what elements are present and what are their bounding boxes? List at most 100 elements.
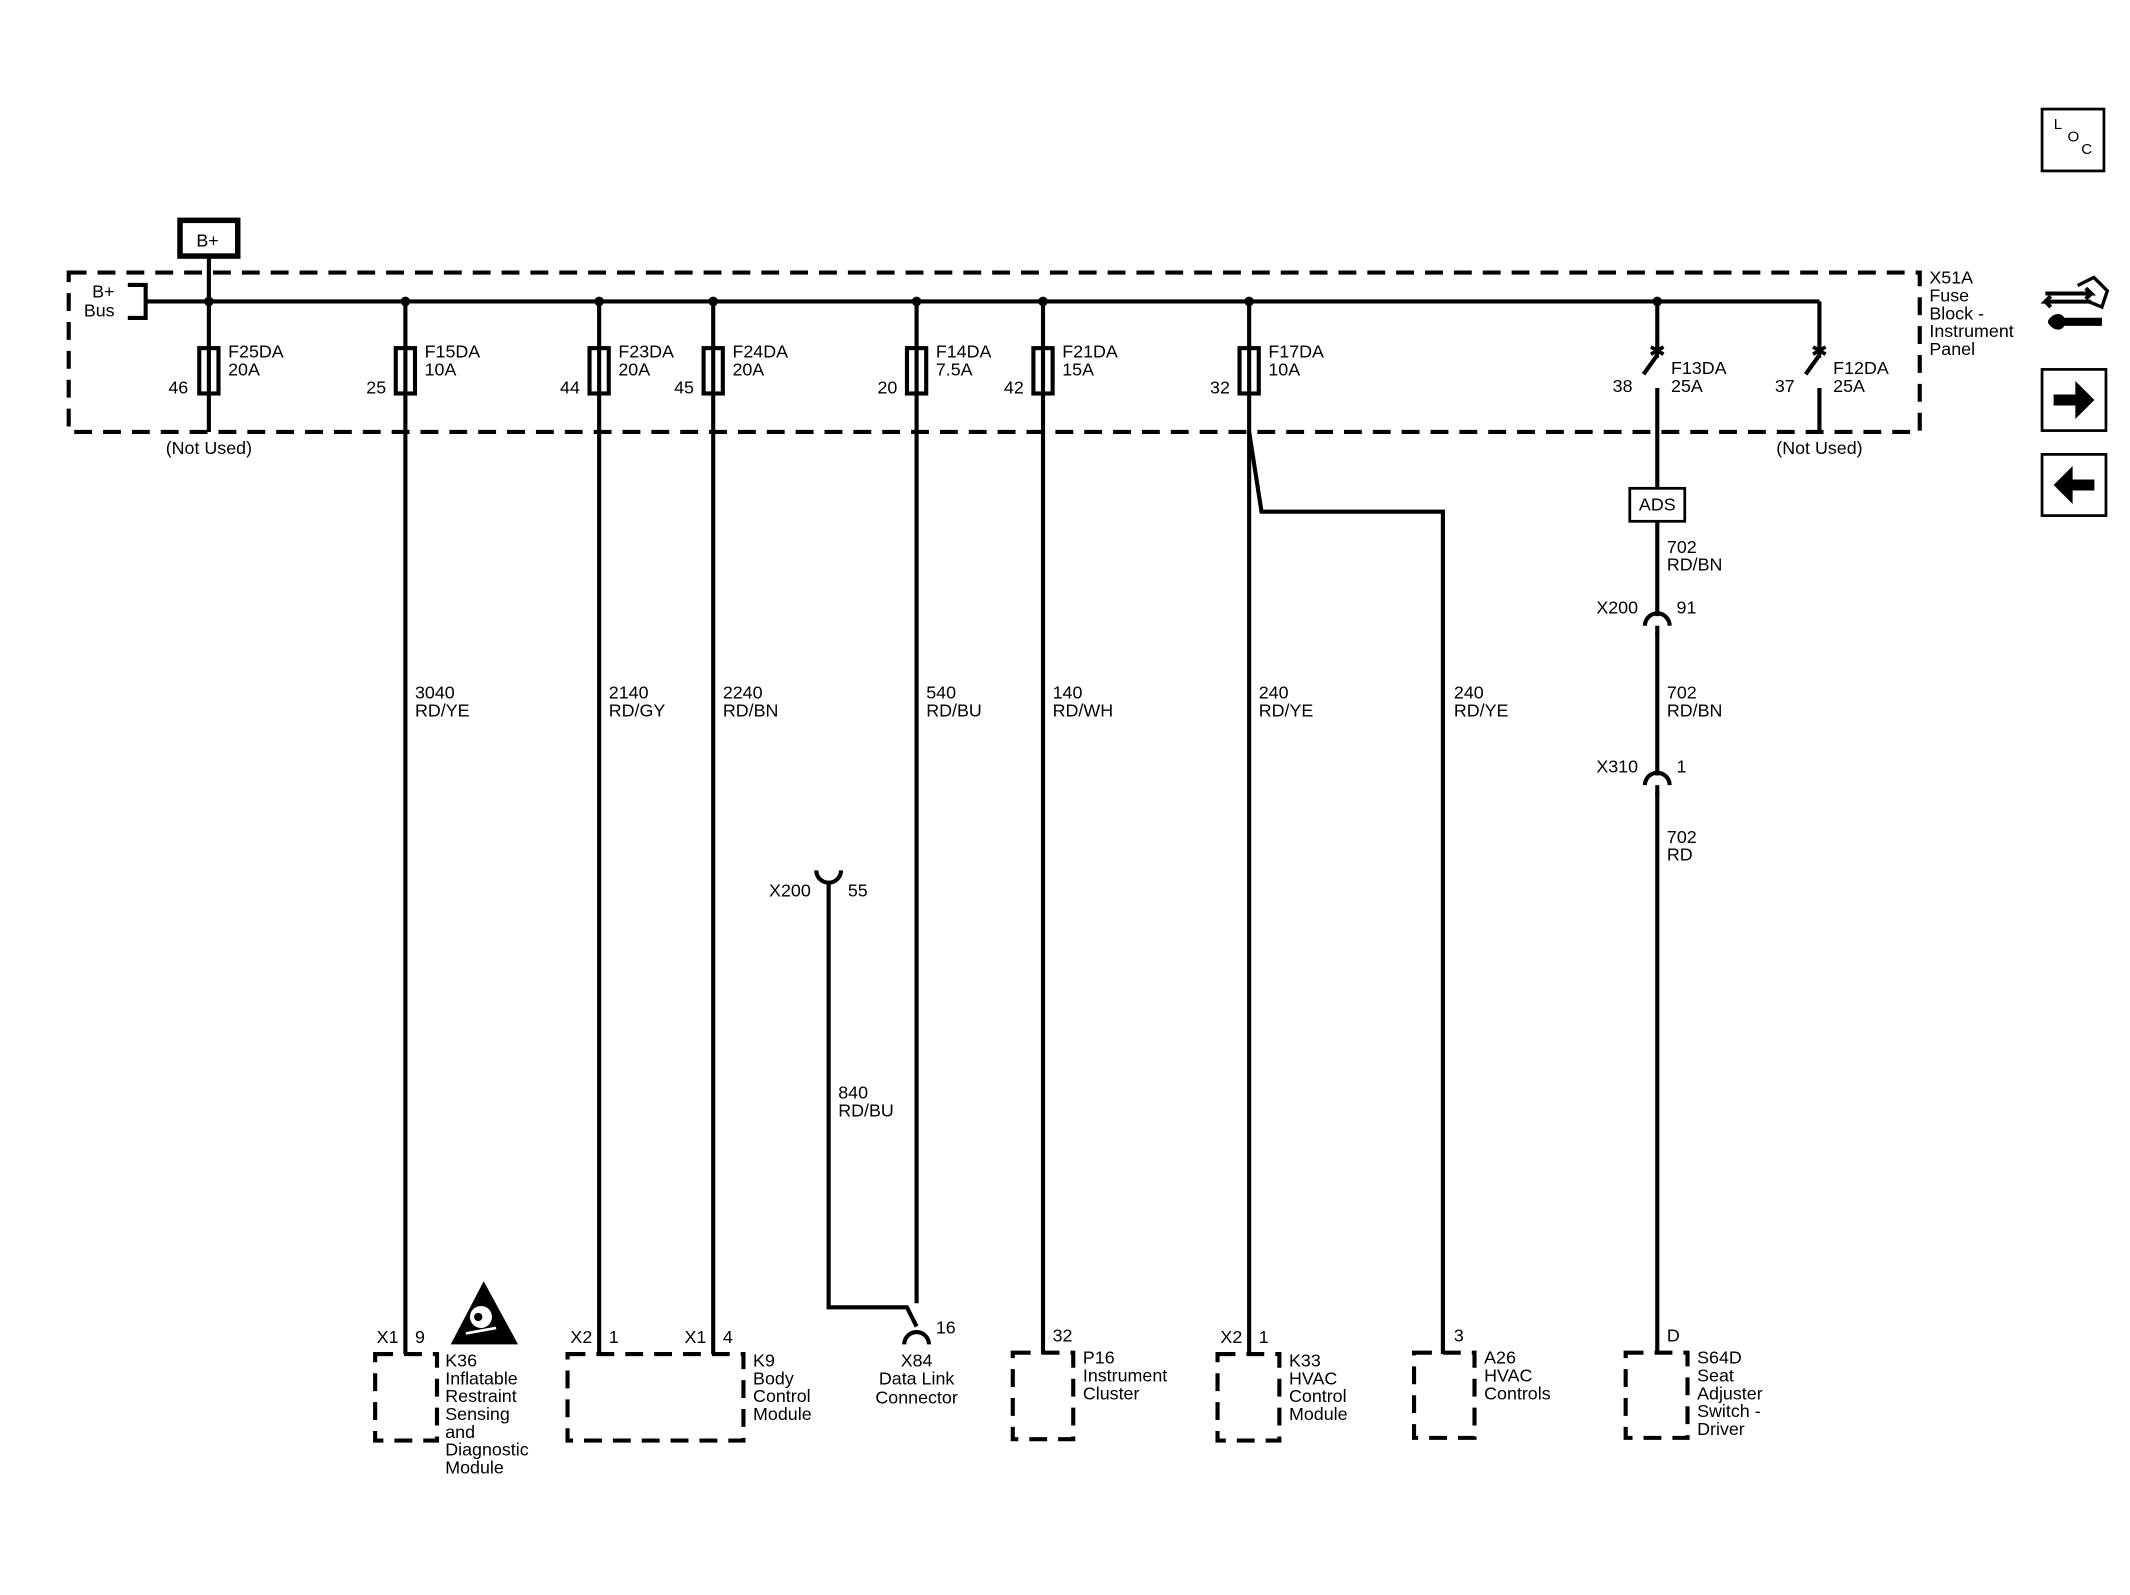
component-connector: X2 — [1220, 1327, 1242, 1347]
svg-text:✱: ✱ — [1811, 342, 1827, 363]
component-box-A26 — [1411, 1350, 1477, 1440]
bus-label-2: Bus — [84, 301, 115, 321]
ads-box — [1628, 486, 1687, 523]
wire-color: RD/BN — [723, 700, 779, 720]
fuse-rating: 10A — [425, 360, 457, 380]
component-pin: D — [1667, 1326, 1680, 1346]
component-pin: 4 — [723, 1327, 733, 1347]
previous-page-button[interactable] — [2040, 452, 2108, 518]
component-pin: 16 — [936, 1317, 956, 1337]
fuse-id: F12DA — [1833, 358, 1889, 378]
component-pin: 3 — [1454, 1326, 1464, 1346]
fuse-id: F23DA — [618, 342, 674, 362]
component-id-K33: K33 — [1289, 1350, 1321, 1370]
fuse-id: F15DA — [425, 342, 481, 362]
fuse-pin: 44 — [560, 377, 580, 397]
component-id-A26: A26 — [1484, 1348, 1516, 1368]
svg-text:Body: Body — [753, 1368, 794, 1388]
next-page-button[interactable] — [2040, 367, 2108, 433]
wire-number: 140 — [1053, 683, 1083, 703]
component-box-S64D — [1623, 1350, 1690, 1440]
connector-view-button[interactable] — [2040, 272, 2110, 342]
fuse-rating: 20A — [228, 360, 260, 380]
wire-color: RD/YE — [415, 700, 470, 720]
component-connector: X1 — [377, 1327, 399, 1347]
fuse-block-name: X51A — [1929, 268, 1973, 288]
arrow-left-icon — [2040, 453, 2108, 517]
inline-connector-X310-1 — [1642, 770, 1672, 786]
svg-text:Adjuster: Adjuster — [1697, 1383, 1763, 1403]
fuse-id: F13DA — [1671, 358, 1727, 378]
svg-text:Driver: Driver — [1697, 1419, 1745, 1439]
fuse-id: F14DA — [936, 342, 992, 362]
fuse-rating: 15A — [1062, 360, 1094, 380]
fuse-id: F24DA — [732, 342, 788, 362]
data-link-connector-pin — [902, 1330, 932, 1345]
arrow-right-icon — [2040, 368, 2108, 432]
svg-text:Module: Module — [753, 1404, 812, 1424]
svg-text:Diagnostic: Diagnostic — [445, 1440, 528, 1460]
svg-text:Control: Control — [1289, 1386, 1347, 1406]
svg-text:Restraint: Restraint — [445, 1386, 517, 1406]
wire-color: RD/WH — [1053, 700, 1114, 720]
wire-color: RD/GY — [609, 700, 666, 720]
svg-text:Data Link: Data Link — [879, 1368, 955, 1388]
svg-text:Cluster: Cluster — [1083, 1383, 1140, 1403]
wire-color: RD/BU — [838, 1100, 894, 1120]
wire-number: 702 — [1667, 683, 1697, 703]
inline-connector-pin: 91 — [1677, 597, 1697, 617]
wire-color: RD/BU — [926, 700, 982, 720]
fuse-pin: 37 — [1775, 376, 1795, 396]
inline-connector-name: X310 — [1596, 757, 1638, 777]
wire-number: 2240 — [723, 683, 763, 703]
svg-text:L: L — [2054, 116, 2062, 133]
svg-text:Switch -: Switch - — [1697, 1401, 1761, 1421]
ads-label: ADS — [1639, 494, 1676, 514]
fuse-pin: 46 — [168, 377, 188, 397]
svg-text:Connector: Connector — [875, 1388, 957, 1408]
component-pin: 1 — [609, 1327, 619, 1347]
bus-bracket — [127, 282, 148, 320]
inline-connector-pin: 55 — [848, 880, 868, 900]
component-box-P16 — [1010, 1350, 1076, 1442]
fuse-rating: 25A — [1671, 376, 1703, 396]
wire-color: RD/YE — [1259, 700, 1314, 720]
svg-text:Instrument: Instrument — [1929, 321, 2013, 341]
wire-number: 702 — [1667, 537, 1697, 557]
power-source-label: B+ — [196, 230, 218, 250]
inline-connector-name: X200 — [1596, 597, 1638, 617]
component-pin: 9 — [415, 1327, 425, 1347]
wire-number: 240 — [1454, 683, 1484, 703]
svg-text:Sensing: Sensing — [445, 1404, 510, 1424]
inline-connector-X200-55 — [814, 870, 844, 885]
svg-text:HVAC: HVAC — [1289, 1368, 1337, 1388]
breaker-F13DA — [1641, 353, 1659, 376]
wire-number: 240 — [1259, 683, 1289, 703]
component-id-X84: X84 — [901, 1350, 933, 1370]
component-box-K36 — [373, 1351, 440, 1443]
fuse-pin: 32 — [1210, 377, 1230, 397]
fuse-block-desc: Fuse — [1929, 285, 1969, 305]
fuse-block-outline — [66, 270, 1922, 435]
inline-connector-name: X200 — [769, 880, 811, 900]
svg-text:HVAC: HVAC — [1484, 1366, 1532, 1386]
fuse-rating: 20A — [618, 360, 650, 380]
svg-text:Module: Module — [1289, 1404, 1348, 1424]
loc-button[interactable]: L O C — [2040, 107, 2106, 173]
fuse-pin: 20 — [877, 377, 897, 397]
component-id-P16: P16 — [1083, 1348, 1115, 1368]
not-used-label: (Not Used) — [1776, 438, 1862, 458]
wire-number: 840 — [838, 1082, 868, 1102]
not-used-label: (Not Used) — [166, 438, 252, 458]
breaker-F12DA — [1804, 353, 1822, 376]
wire-color: RD — [1667, 845, 1693, 865]
fuse-pin: 42 — [1004, 377, 1024, 397]
wire-number: 2140 — [609, 683, 649, 703]
wire-number: 540 — [926, 683, 956, 703]
fuse-rating: 10A — [1268, 360, 1300, 380]
component-id-K36: K36 — [445, 1350, 477, 1370]
component-pin: 32 — [1053, 1326, 1073, 1346]
svg-text:Control: Control — [753, 1386, 811, 1406]
component-box-K9 — [565, 1351, 746, 1443]
connector-view-icon — [2040, 275, 2110, 330]
